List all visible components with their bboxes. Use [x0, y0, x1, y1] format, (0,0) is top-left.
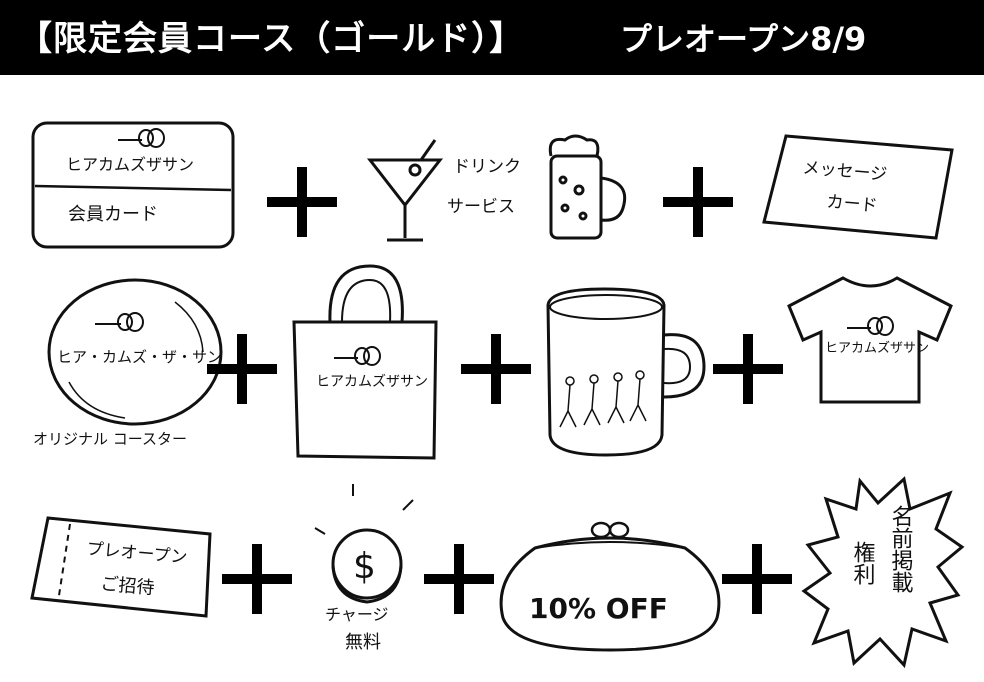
guitar-logo-icon: [334, 346, 381, 366]
guitar-logo-icon: [95, 312, 144, 332]
plus-icon: [207, 334, 277, 404]
page-title: 【限定会員コース（ゴールド）】: [18, 19, 525, 59]
purse-clasp-icon: [590, 521, 630, 539]
burst-col1: 名前掲載: [888, 505, 914, 593]
plus-icon: [424, 544, 494, 614]
message-card-illustration: メッセージ カード: [760, 128, 960, 243]
coaster-brand: ヒア・カムズ・ザ・サン: [57, 348, 222, 366]
coin-label-line2: 無料: [345, 632, 381, 653]
coin-label-line1: チャージ: [325, 605, 389, 624]
plus-icon: [461, 334, 531, 404]
discount-label: 10% OFF: [529, 592, 668, 625]
name-listing-burst-illustration: 名前掲載 権利: [800, 475, 965, 670]
burst-col2: 権利: [850, 541, 876, 585]
dollar-sign-icon: $: [353, 546, 376, 587]
walking-figures-icon: [559, 370, 647, 428]
tshirt-illustration: ヒアカムズザサン: [785, 272, 955, 407]
cocktail-glass-icon: [366, 139, 444, 242]
plus-icon: [722, 544, 792, 614]
header-banner: 【限定会員コース（ゴールド）】 プレオープン8/9: [0, 0, 984, 75]
member-card-brand: ヒアカムズザサン: [66, 155, 194, 174]
preopen-date: プレオープン8/9: [620, 20, 867, 58]
message-card-line2: カード: [826, 192, 879, 216]
beer-mug-icon: [548, 134, 627, 240]
coin-purse-illustration: 10% OFF: [495, 518, 725, 653]
guitar-logo-icon: [118, 128, 165, 148]
ticket-line1: プレオープン: [86, 539, 188, 568]
member-card-label: 会員カード: [68, 204, 158, 225]
coaster-illustration: ヒア・カムズ・ザ・サン オリジナル コースター: [25, 272, 235, 472]
coin-illustration: $ チャージ 無料: [305, 480, 435, 660]
preopen-ticket-illustration: プレオープン ご招待: [30, 512, 215, 622]
drink-label-line1: ドリンク: [453, 157, 521, 177]
guitar-logo-icon: [847, 316, 894, 336]
plus-icon: [267, 167, 337, 237]
tshirt-brand: ヒアカムズザサン: [825, 340, 929, 356]
tote-brand: ヒアカムズザサン: [316, 374, 428, 390]
plus-icon: [713, 334, 783, 404]
coaster-label: オリジナル コースター: [33, 430, 187, 448]
message-card-line1: メッセージ: [802, 158, 888, 185]
member-card-illustration: ヒアカムズザサン 会員カード: [30, 118, 240, 253]
ticket-line2: ご招待: [100, 573, 156, 599]
tote-bag-illustration: ヒアカムズザサン: [290, 262, 440, 462]
drink-illustration: ドリンク サービス: [365, 130, 645, 250]
plus-icon: [663, 167, 733, 237]
plus-icon: [222, 544, 292, 614]
drink-label-line2: サービス: [447, 197, 515, 217]
mug-illustration: [540, 285, 710, 460]
